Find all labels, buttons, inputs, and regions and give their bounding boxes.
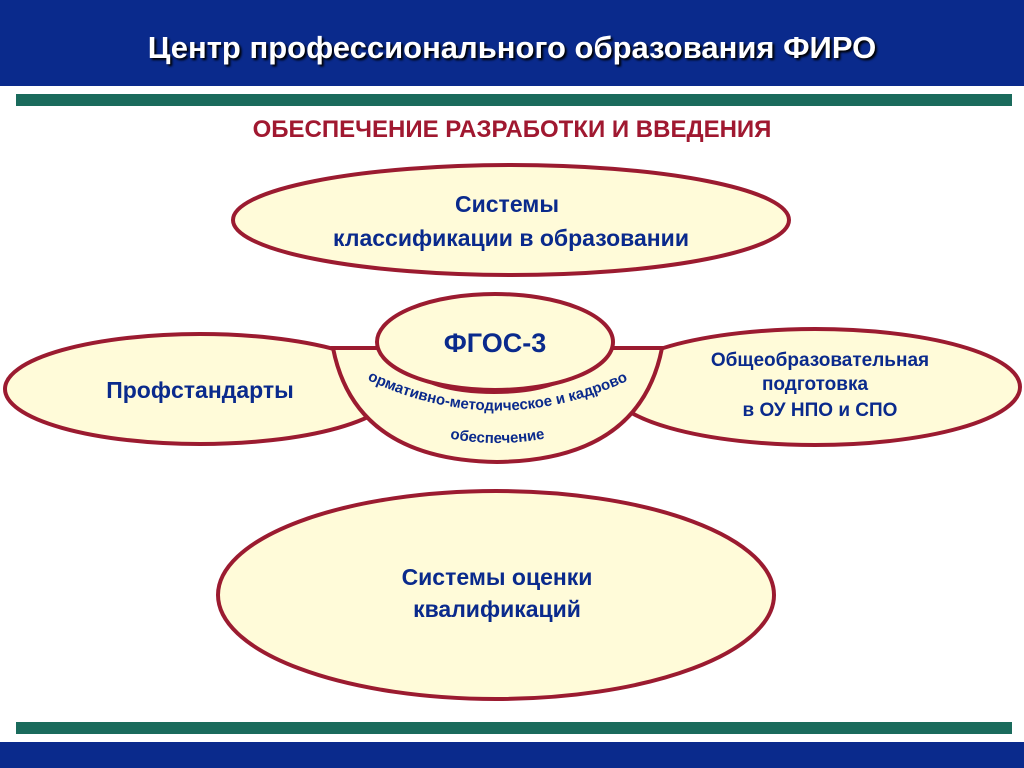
assessment-node: Системы оценки квалификаций (216, 489, 776, 701)
profstandards-node: Профстандарты (3, 332, 397, 446)
general-line1: Общеобразовательная (711, 350, 929, 371)
top-accent-bar (16, 94, 1012, 106)
arc-label-line2: обеспечение (449, 426, 545, 447)
bottom-accent-bar (16, 722, 1012, 734)
fgos-center-label: ФГОС-3 (444, 328, 547, 358)
assessment-line1: Системы оценки (402, 564, 593, 590)
general-line2: подготовка (762, 374, 869, 395)
assessment-line2: квалификаций (413, 596, 581, 622)
header-bar (0, 0, 1024, 86)
classification-node: Системы классификации в образовании (231, 163, 791, 277)
profstandards-label: Профстандарты (106, 377, 294, 403)
fgos-center-node: ФГОС-3 (375, 292, 615, 392)
classification-line1: Системы (455, 191, 559, 217)
footer-bar (0, 742, 1024, 768)
slide-subtitle: ОБЕСПЕЧЕНИЕ РАЗРАБОТКИ И ВВЕДЕНИЯ (252, 116, 772, 143)
general-education-node: Общеобразовательная подготовка в ОУ НПО … (608, 327, 1022, 447)
header-title: Центр профессионального образования ФИРО (147, 30, 877, 65)
general-line3: в ОУ НПО и СПО (743, 400, 898, 421)
classification-line2: классификации в образовании (333, 225, 689, 251)
